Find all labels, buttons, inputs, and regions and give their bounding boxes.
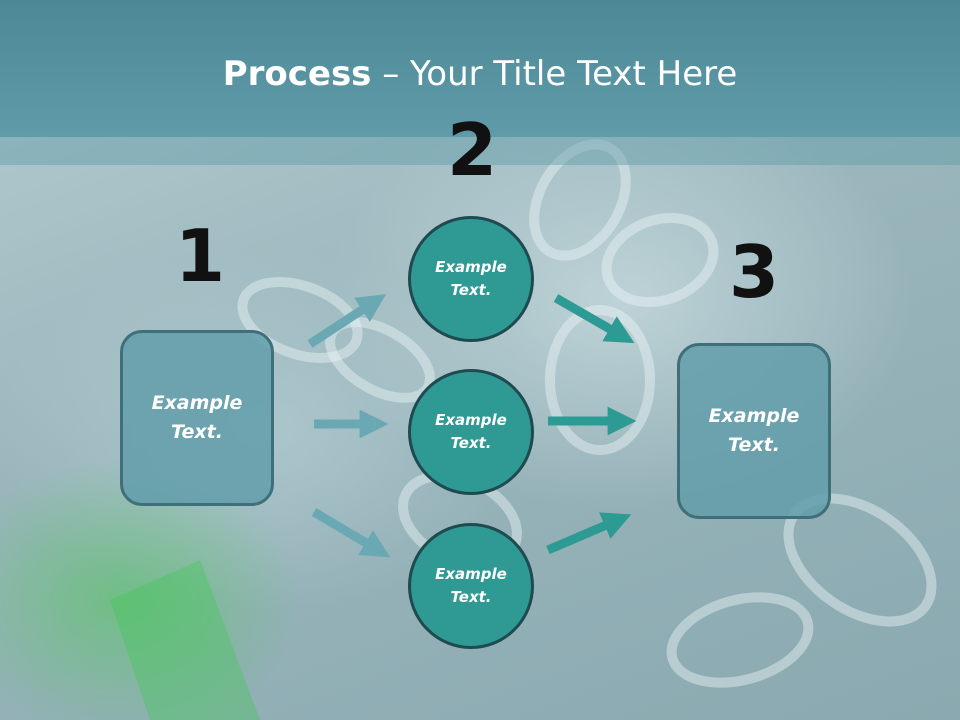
middle-process-circle: Example Text. [408, 369, 534, 495]
arrow-left-to-top [307, 294, 387, 348]
step-number-1: 1 [174, 214, 226, 298]
right-process-box: Example Text. [677, 343, 831, 519]
title-rest: – Your Title Text Here [371, 54, 738, 94]
title-bar [0, 0, 960, 137]
left-box-text: Example Text. [151, 392, 243, 443]
title-bold: Process [222, 54, 372, 94]
arrow-bottom-to-right [546, 512, 632, 555]
top-process-circle: Example Text. [408, 216, 534, 342]
bottom-process-circle: Example Text. [408, 523, 534, 649]
middle-circle-text: Example Text. [435, 411, 507, 452]
arrow-top-to-right [553, 294, 635, 344]
bottom-circle-text: Example Text. [435, 565, 507, 606]
right-box-text: Example Text. [708, 405, 800, 456]
top-circle-text: Example Text. [435, 258, 507, 299]
step-number-2: 2 [446, 108, 498, 192]
title-bar-band [0, 137, 960, 165]
arrow-left-to-bottom [311, 508, 391, 558]
slide-title: Process – Your Title Text Here [0, 52, 960, 96]
step-number-3: 3 [728, 230, 780, 314]
left-process-box: Example Text. [120, 330, 274, 506]
